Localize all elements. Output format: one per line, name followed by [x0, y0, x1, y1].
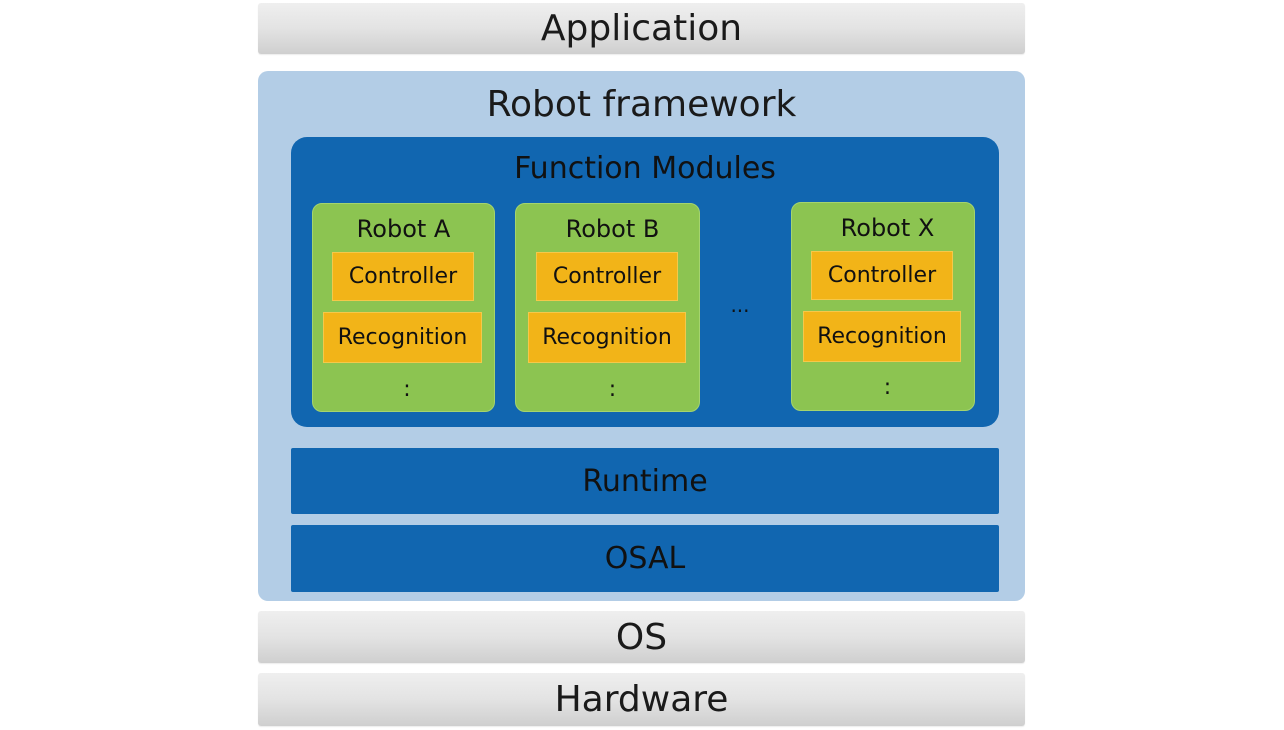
- robot-framework-label: Robot framework: [486, 83, 797, 125]
- application-layer: Application: [258, 3, 1025, 54]
- hardware-label: Hardware: [554, 679, 729, 720]
- robot-b-recognition: Recognition: [528, 312, 686, 363]
- robot-x-label: Robot X: [840, 214, 935, 242]
- robot-a-controller: Controller: [332, 252, 474, 301]
- robot-b-module: [515, 203, 700, 412]
- robot-a-label: Robot A: [356, 215, 451, 243]
- robot-b-more-indicator: :: [608, 376, 617, 402]
- robot-a-more-indicator: :: [403, 376, 411, 402]
- os-label: OS: [615, 616, 668, 658]
- robot-ellipsis: ...: [730, 293, 750, 317]
- robot-a-module: [312, 203, 495, 412]
- runtime-layer: Runtime: [291, 448, 999, 514]
- robot-x-controller: Controller: [811, 251, 953, 300]
- osal-label: OSAL: [604, 541, 686, 576]
- robot-x-more-indicator: :: [883, 374, 892, 400]
- osal-layer: OSAL: [291, 525, 999, 592]
- robot-x-module: [791, 202, 975, 411]
- robot-b-label: Robot B: [565, 215, 660, 243]
- function-modules-label: Function Modules: [514, 150, 776, 186]
- robot-a-recognition: Recognition: [323, 312, 482, 363]
- runtime-label: Runtime: [582, 463, 708, 499]
- application-label: Application: [540, 8, 743, 49]
- os-layer: OS: [258, 611, 1025, 663]
- robot-x-recognition: Recognition: [803, 311, 961, 362]
- hardware-layer: Hardware: [258, 673, 1025, 726]
- robot-b-controller: Controller: [536, 252, 678, 301]
